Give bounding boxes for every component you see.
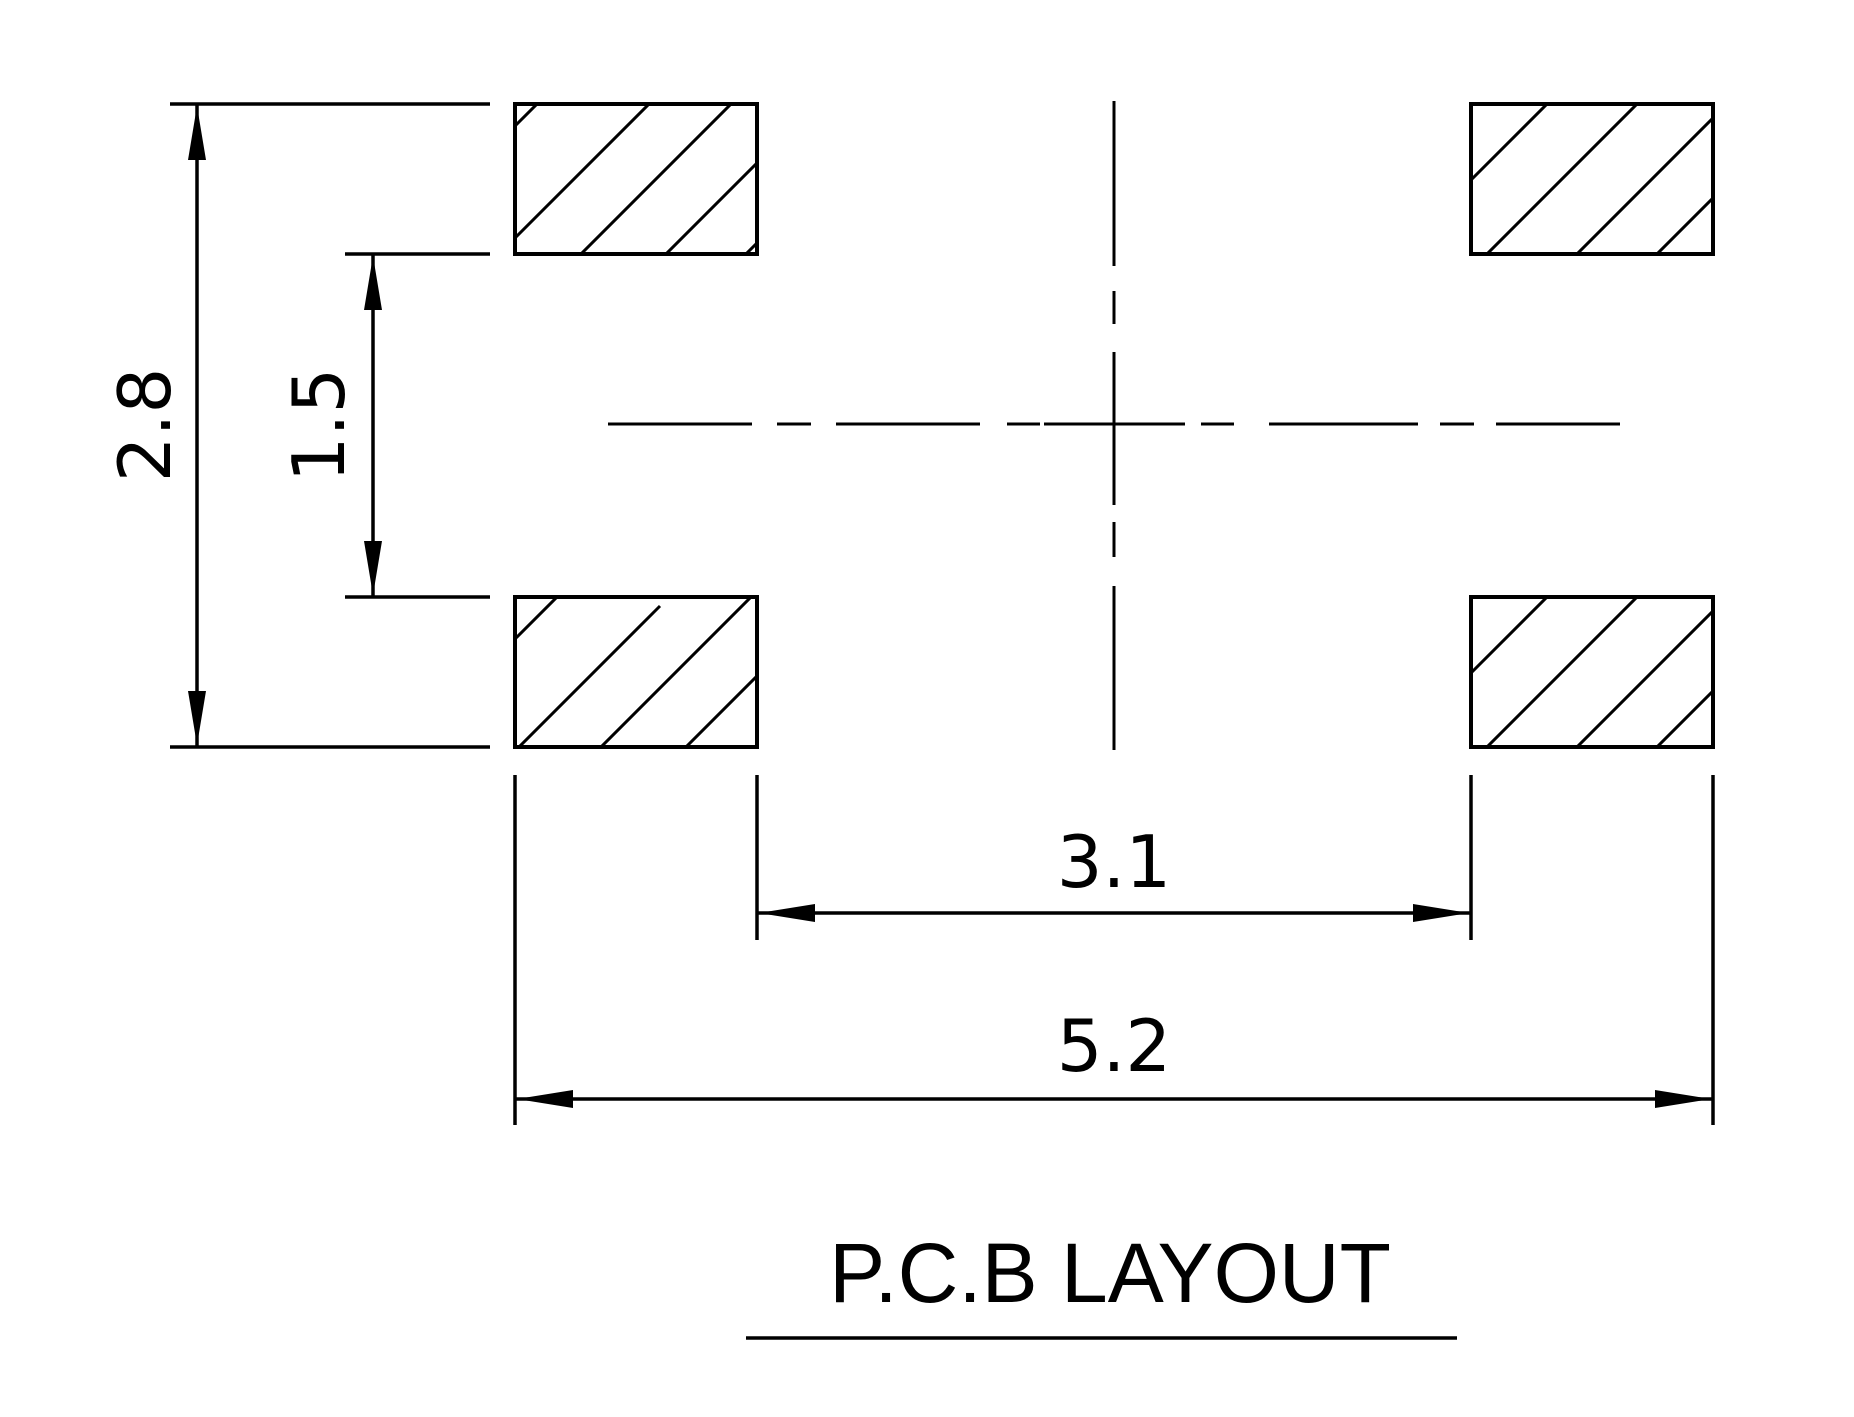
pad-bottom-left [513,595,759,749]
pad-bottom-right [1469,595,1715,749]
dimension-inner-gap: 1.5 [277,252,490,599]
dimension-inner-width-label: 3.1 [1057,820,1172,904]
dimension-inner-gap-label: 1.5 [277,368,361,483]
pad-top-left [513,102,759,256]
dimension-overall-width-label: 5.2 [1057,1004,1172,1088]
dimension-inner-width: 3.1 [755,775,1473,940]
dimension-overall-height-label: 2.8 [103,368,187,483]
dimension-overall-width: 5.2 [513,775,1715,1125]
pad-top-right [1469,102,1715,256]
dimension-overall-height: 2.8 [103,102,490,749]
drawing-title: P.C.B LAYOUT [829,1226,1391,1320]
